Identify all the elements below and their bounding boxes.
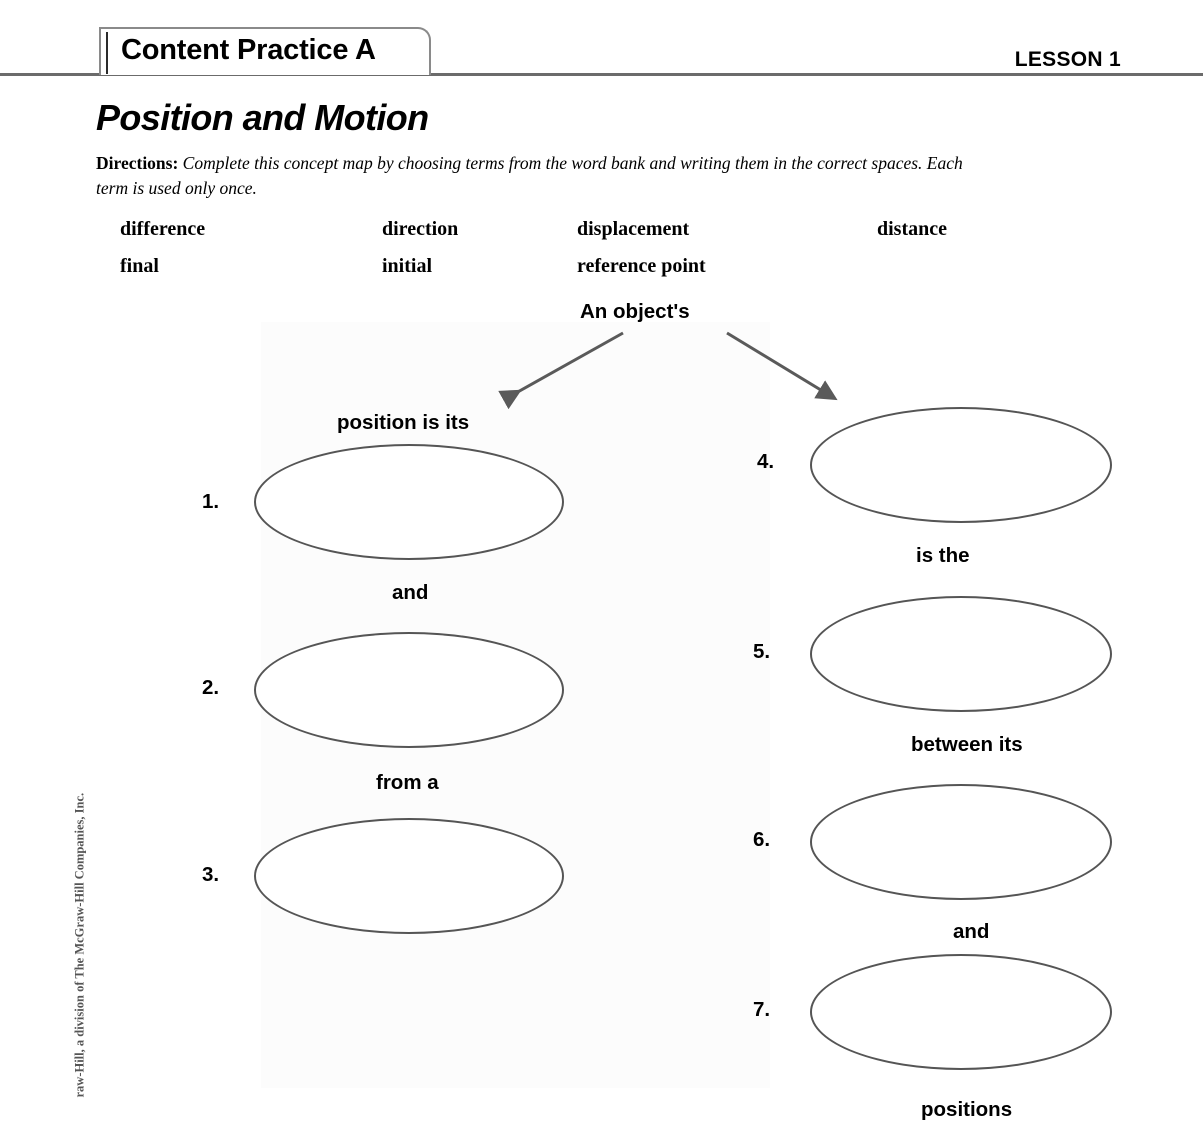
answer-blank-ellipse-7[interactable] [810, 954, 1112, 1070]
left-branch-connector-and: and [392, 581, 429, 604]
concept-map-root-label: An object's [580, 300, 690, 323]
content-practice-tab: Content Practice A [99, 27, 431, 75]
blank-number-7: 7. [753, 998, 771, 1021]
word-bank-term-distance: distance [877, 218, 947, 240]
answer-blank-ellipse-4[interactable] [810, 407, 1112, 523]
right-branch-connector-is-the: is the [916, 544, 970, 567]
header-rule [0, 73, 1203, 76]
content-practice-tab-inner-border [106, 32, 424, 74]
page-title: Position and Motion [96, 97, 429, 138]
word-bank-term-reference-point: reference point [577, 255, 706, 277]
blank-number-3: 3. [202, 863, 220, 886]
answer-blank-ellipse-6[interactable] [810, 784, 1112, 900]
directions-text: Complete this concept map by choosing te… [96, 153, 963, 198]
word-bank-term-difference: difference [120, 218, 206, 240]
directions-label: Directions: [96, 153, 179, 173]
left-branch-lead-label: position is its [337, 411, 470, 434]
directions-paragraph: Directions: Complete this concept map by… [96, 151, 996, 201]
right-branch-connector-positions: positions [921, 1098, 1013, 1121]
answer-blank-ellipse-3[interactable] [254, 818, 564, 934]
left-branch-connector-from-a: from a [376, 771, 439, 794]
arrow-left-branch-icon [498, 331, 624, 410]
word-bank-term-initial: initial [382, 255, 433, 277]
answer-blank-ellipse-5[interactable] [810, 596, 1112, 712]
blank-number-2: 2. [202, 676, 220, 699]
word-bank-term-final: final [120, 255, 159, 277]
word-bank: difference direction displacement distan… [120, 218, 1020, 292]
copyright-notice: raw-Hill, a division of The McGraw-Hill … [72, 792, 87, 1098]
blank-number-4: 4. [757, 450, 775, 473]
content-practice-tab-label: Content Practice A [121, 34, 376, 66]
word-bank-row: final initial reference point [120, 255, 1020, 292]
right-branch-connector-between-its: between its [911, 733, 1023, 756]
blank-number-6: 6. [753, 828, 771, 851]
answer-blank-ellipse-2[interactable] [254, 632, 564, 748]
lesson-label: LESSON 1 [1014, 48, 1121, 71]
word-bank-row: difference direction displacement distan… [120, 218, 1020, 255]
blank-number-5: 5. [753, 640, 771, 663]
word-bank-term-displacement: displacement [577, 218, 690, 240]
word-bank-term-direction: direction [382, 218, 459, 240]
arrow-right-branch-icon [726, 331, 838, 401]
blank-number-1: 1. [202, 490, 220, 513]
right-branch-connector-and: and [953, 920, 990, 943]
answer-blank-ellipse-1[interactable] [254, 444, 564, 560]
